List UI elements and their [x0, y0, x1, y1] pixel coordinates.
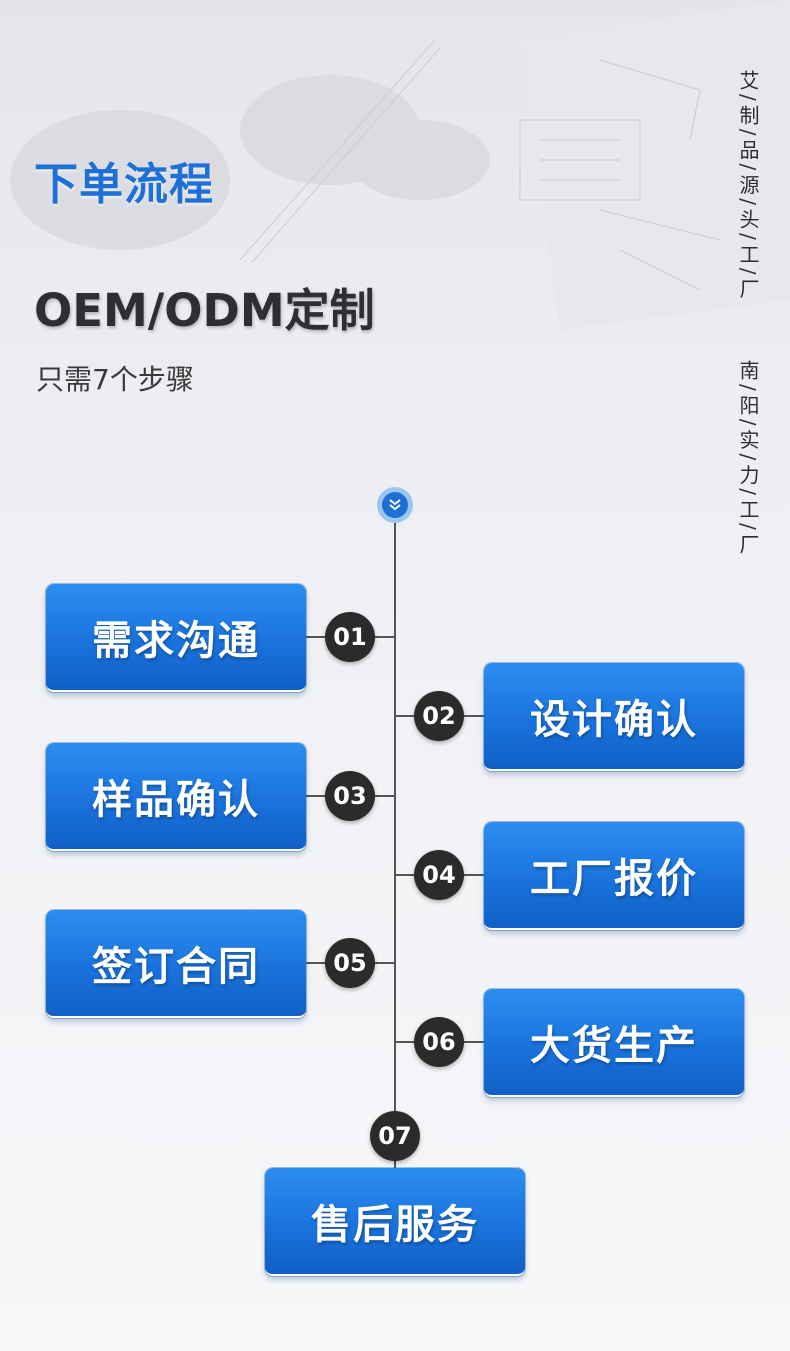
step-card-2: 设计确认: [483, 662, 745, 772]
step-number-badge-3: 03: [325, 771, 375, 821]
page-title: 下单流程: [34, 159, 214, 210]
side-text-factory: 南/阳/实/力/工/厂: [736, 360, 760, 558]
side-text-brand: 艾/制/品/源/头/工/厂: [736, 70, 760, 303]
chevron-double-down-icon: [382, 492, 408, 518]
page-heading-oem-odm: OEM/ODM定制: [34, 284, 375, 337]
step-number-badge-4: 04: [414, 850, 464, 900]
step-card-4: 工厂报价: [483, 821, 745, 931]
step-number-badge-7: 07: [370, 1111, 420, 1161]
timeline-line: [394, 523, 396, 1168]
step-card-5: 签订合同: [45, 909, 307, 1019]
background-illustration: [10, 0, 790, 330]
step-number-badge-5: 05: [325, 938, 375, 988]
step-card-7: 售后服务: [264, 1167, 526, 1277]
flow-start-marker: [377, 487, 413, 523]
step-number-badge-2: 02: [414, 691, 464, 741]
step-number-badge-1: 01: [325, 612, 375, 662]
step-card-6: 大货生产: [483, 988, 745, 1098]
step-card-1: 需求沟通: [45, 583, 307, 693]
step-number-badge-6: 06: [414, 1017, 464, 1067]
step-card-3: 样品确认: [45, 742, 307, 852]
page-subtitle: 只需7个步骤: [36, 363, 194, 396]
